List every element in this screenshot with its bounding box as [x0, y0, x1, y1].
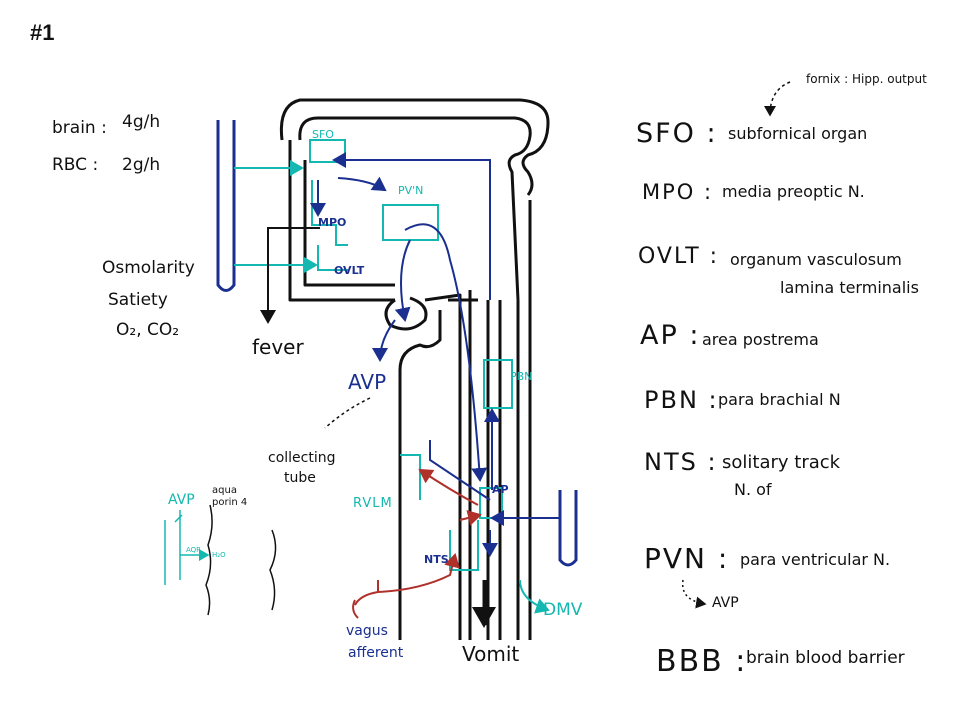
input-osmolarity: Osmolarity: [102, 258, 195, 278]
label-aqua: aqua: [212, 485, 237, 496]
label-ap: AP: [492, 483, 509, 496]
glossary-def-nts-1: solitary track: [722, 452, 841, 473]
glossary-def-ovlt-1: organum vasculosum: [730, 250, 902, 269]
glossary-abbr-ap: AP :: [640, 320, 701, 351]
label-sfo: SFO: [312, 128, 334, 141]
label-pvn: PV'N: [398, 184, 424, 197]
brain-rate-label: brain :: [52, 118, 107, 138]
glossary-def-pvn: para ventricular N.: [740, 550, 891, 569]
glossary-abbr-mpo: MPO :: [642, 180, 714, 204]
brain-rate-value: 4g/h: [122, 112, 161, 132]
label-h2o-small: H₂O: [212, 551, 226, 559]
rbc-rate-label: RBC :: [52, 155, 99, 175]
label-fever: fever: [252, 335, 304, 359]
label-mpo: MPO: [318, 216, 347, 229]
glossary-abbr-pbn: PBN :: [644, 386, 719, 414]
input-gases: O₂, CO₂: [116, 320, 180, 340]
input-satiety: Satiety: [108, 290, 168, 310]
ovlt-box: [317, 245, 348, 271]
glossary-def-ovlt-2: lamina terminalis: [780, 278, 919, 297]
nts-box: [449, 520, 479, 571]
glossary-abbr-sfo: SFO :: [636, 118, 718, 149]
fornix-note: fornix : Hipp. output: [806, 72, 927, 86]
slide-number: #1: [30, 20, 55, 45]
blood-vessel-left: [216, 120, 236, 292]
glossary-def-bbb: brain blood barrier: [746, 648, 905, 668]
nucleus-boxes: [309, 139, 513, 571]
label-afferent: afferent: [348, 645, 404, 661]
label-tube: tube: [284, 470, 316, 486]
label-vomit: Vomit: [462, 642, 520, 666]
blood-vessel-right: [558, 490, 578, 567]
glossary-def-nts-2: N. of: [734, 480, 772, 499]
glossary-def-mpo: media preoptic N.: [722, 182, 865, 201]
glossary-abbr-bbb: BBB :: [656, 644, 748, 679]
label-pbn: PBN: [510, 370, 533, 383]
label-collecting: collecting: [268, 450, 336, 466]
label-porin: porin 4: [212, 497, 248, 508]
label-rvlm: RVLM: [353, 496, 393, 511]
label-aqp-small: AQP: [186, 546, 201, 554]
label-dmv: DMV: [543, 600, 583, 620]
label-ovlt: OVLT: [334, 264, 365, 277]
label-avp-small: AVP: [168, 492, 195, 508]
glossary-def-pbn: para brachial N: [718, 390, 841, 409]
aquaporin-sketch: [164, 510, 210, 585]
glossary-def-sfo: subfornical organ: [728, 124, 868, 143]
glossary-def-ap: area postrema: [702, 330, 819, 349]
glossary-abbr-ovlt: OVLT :: [638, 244, 720, 269]
glossary-abbr-nts: NTS :: [644, 448, 718, 476]
label-avp: AVP: [348, 370, 387, 394]
glossary-pvn-avp: AVP: [712, 595, 739, 611]
rbc-rate-value: 2g/h: [122, 155, 161, 175]
rvlm-box: [400, 454, 421, 500]
glossary-abbr-pvn: PVN :: [644, 542, 730, 575]
brain-outline: [279, 98, 550, 640]
label-nts: NTS: [424, 553, 449, 566]
pvn-box: [382, 204, 439, 241]
sfo-box: [309, 139, 346, 163]
label-vagus: vagus: [346, 623, 388, 639]
